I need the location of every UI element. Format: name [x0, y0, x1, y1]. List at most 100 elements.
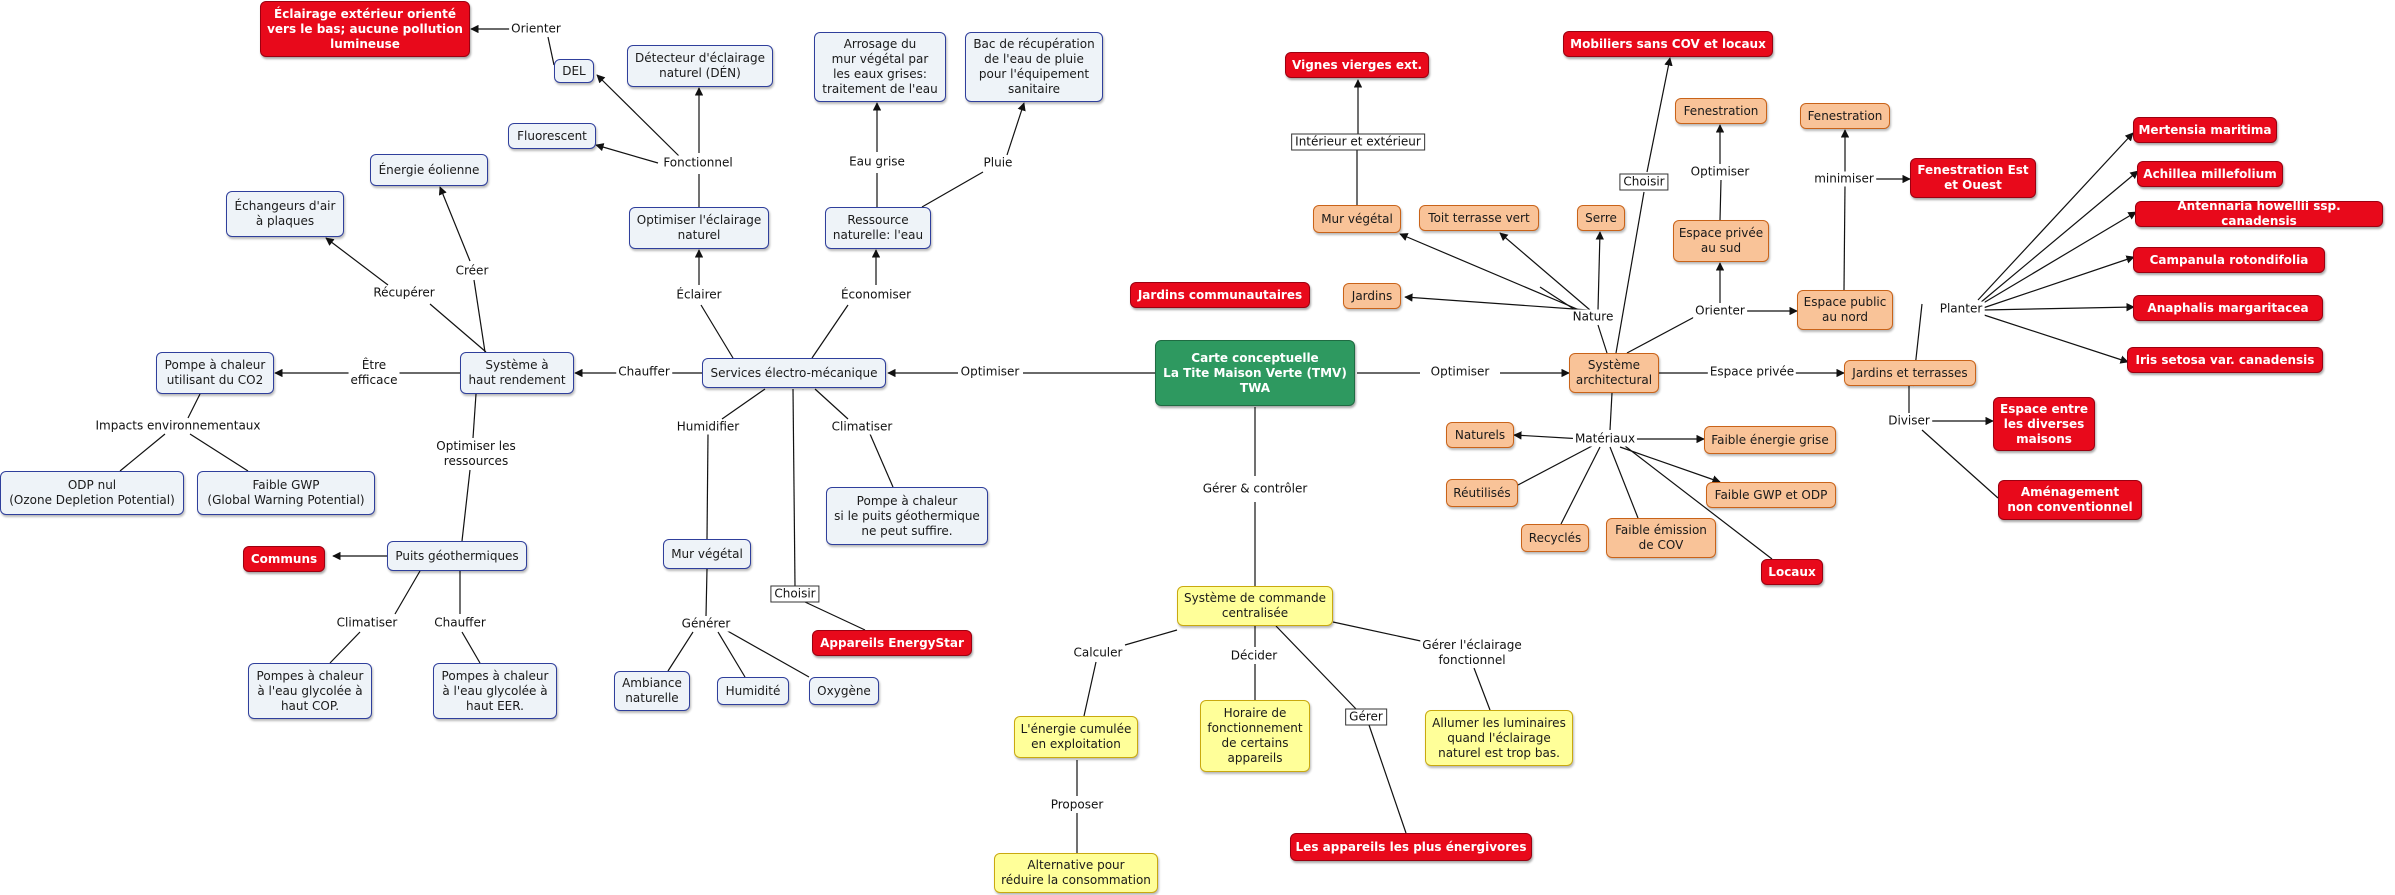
- node-pompe-puits[interactable]: Pompe à chaleur si le puits géothermique…: [826, 487, 988, 545]
- node-iris-setosa[interactable]: Iris setosa var. canadensis: [2127, 347, 2323, 373]
- connector-line: [1517, 445, 1593, 486]
- node-fluorescent[interactable]: Fluorescent: [508, 123, 596, 149]
- node-faible-gwp-odp[interactable]: Faible GWP et ODP: [1706, 482, 1836, 508]
- node-naturels[interactable]: Naturels: [1446, 422, 1514, 448]
- link-minimiser: minimiser: [1812, 171, 1876, 187]
- node-pompes-eer[interactable]: Pompes à chaleur à l'eau glycolée à haut…: [433, 663, 557, 719]
- connector-line: [1982, 255, 2135, 309]
- node-faible-emission-cov[interactable]: Faible émission de COV: [1606, 518, 1716, 558]
- node-fenestration-1[interactable]: Fenestration: [1675, 98, 1767, 124]
- node-eclairage-exterieur[interactable]: Éclairage extérieur orienté vers le bas;…: [260, 1, 470, 57]
- node-puits-geothermiques[interactable]: Puits géothermiques: [387, 541, 527, 571]
- connector-line: [1368, 724, 1407, 834]
- connector-line: [1560, 446, 1601, 525]
- node-communs[interactable]: Communs: [243, 546, 325, 572]
- node-ambiance-naturelle[interactable]: Ambiance naturelle: [614, 671, 690, 711]
- link-generer: Générer: [679, 616, 733, 632]
- node-services-electro-mecanique[interactable]: Services électro-mécanique: [702, 358, 886, 388]
- node-campanula-rotondifolia[interactable]: Campanula rotondifolia: [2133, 247, 2325, 273]
- connector-line: [1473, 667, 1491, 711]
- link-optimiser-ressources: Optimiser les ressources: [434, 439, 518, 469]
- node-faible-gwp[interactable]: Faible GWP (Global Warning Potential): [197, 471, 375, 515]
- node-vignes-vierges[interactable]: Vignes vierges ext.: [1285, 52, 1429, 78]
- link-optimiser-services: Optimiser: [958, 364, 1022, 380]
- node-energie-cumulee[interactable]: L'énergie cumulée en exploitation: [1014, 716, 1138, 758]
- node-mur-vegetal-arch[interactable]: Mur végétal: [1313, 205, 1401, 233]
- connector-line: [595, 143, 659, 164]
- node-espace-prive-sud[interactable]: Espace privée au sud: [1673, 220, 1769, 262]
- node-appareils-energystar[interactable]: Appareils EnergyStar: [812, 630, 972, 656]
- connector-line: [1332, 621, 1431, 644]
- node-echangeurs-air[interactable]: Échangeurs d'air à plaques: [226, 191, 344, 237]
- node-ressource-eau[interactable]: Ressource naturelle: l'eau: [825, 207, 931, 249]
- connector-line: [804, 601, 866, 631]
- node-jardins-communautaires[interactable]: Jardins communautaires: [1130, 282, 1310, 308]
- node-fenestration-2[interactable]: Fenestration: [1800, 103, 1890, 129]
- node-mertensia-maritima[interactable]: Mertensia maritima: [2133, 117, 2277, 143]
- node-arrosage-mur[interactable]: Arrosage du mur végétal par les eaux gri…: [814, 32, 946, 102]
- node-recycles[interactable]: Recyclés: [1521, 524, 1589, 552]
- node-reutilises[interactable]: Réutilisés: [1446, 479, 1518, 507]
- root-node[interactable]: Carte conceptuelle La Tite Maison Verte …: [1155, 340, 1355, 406]
- node-oxygene[interactable]: Oxygène: [809, 677, 879, 705]
- link-diviser: Diviser: [1886, 413, 1932, 429]
- node-faible-energie-grise[interactable]: Faible énergie grise: [1704, 426, 1836, 454]
- node-amenagement-non-conventionnel[interactable]: Aménagement non conventionnel: [1998, 480, 2142, 520]
- node-allumer-luminaires[interactable]: Allumer les luminaires quand l'éclairage…: [1425, 710, 1573, 766]
- node-mur-vegetal-services[interactable]: Mur végétal: [663, 539, 751, 569]
- node-del[interactable]: DEL: [554, 59, 594, 83]
- link-planter: Planter: [1937, 301, 1985, 317]
- link-materiaux: Matériaux: [1572, 431, 1638, 447]
- node-jardins-terrasses[interactable]: Jardins et terrasses: [1844, 360, 1976, 386]
- connector-line: [1513, 431, 1584, 440]
- link-orienter-arch: Orienter: [1693, 303, 1747, 319]
- link-climatiser-puits: Climatiser: [334, 615, 400, 631]
- connector-line: [1982, 302, 2135, 312]
- node-humidite[interactable]: Humidité: [717, 677, 789, 705]
- node-systeme-commande[interactable]: Système de commande centralisée: [1177, 586, 1333, 626]
- node-systeme-architectural[interactable]: Système architectural: [1569, 353, 1659, 393]
- link-climatiser-services: Climatiser: [829, 419, 895, 435]
- connector-line: [1977, 132, 2134, 301]
- node-jardins[interactable]: Jardins: [1343, 283, 1401, 309]
- node-bac-recuperation[interactable]: Bac de récupération de l'eau de pluie po…: [965, 32, 1103, 102]
- node-alternative[interactable]: Alternative pour réduire la consommation: [994, 853, 1158, 893]
- node-detecteur-eclairage[interactable]: Détecteur d'éclairage naturel (DÉN): [627, 45, 773, 87]
- link-economiser: Économiser: [838, 287, 914, 303]
- node-systeme-haut-rendement[interactable]: Système à haut rendement: [460, 352, 574, 394]
- connector-line: [721, 388, 766, 420]
- node-pompe-co2[interactable]: Pompe à chaleur utilisant du CO2: [156, 352, 274, 394]
- node-optimiser-eclairage[interactable]: Optimiser l'éclairage naturel: [629, 207, 769, 249]
- connector-line: [429, 303, 487, 353]
- connector-line: [717, 631, 746, 678]
- connector-line: [1979, 170, 2139, 304]
- node-pompes-cop[interactable]: Pompes à chaleur à l'eau glycolée à haut…: [248, 663, 372, 719]
- node-antennaria-howellii[interactable]: Antennaria howellii ssp. canadensis: [2135, 199, 2383, 228]
- node-appareils-energivores[interactable]: Les appareils les plus énergivores: [1290, 833, 1532, 861]
- node-locaux[interactable]: Locaux: [1761, 559, 1823, 585]
- node-espace-public-nord[interactable]: Espace public au nord: [1797, 290, 1893, 330]
- connector-line: [1980, 313, 2129, 364]
- node-serre[interactable]: Serre: [1577, 205, 1625, 231]
- connector-line: [667, 631, 694, 672]
- connector-line: [461, 631, 481, 664]
- node-toit-terrasse[interactable]: Toit terrasse vert: [1419, 205, 1539, 231]
- node-achillea-millefolium[interactable]: Achillea millefolium: [2137, 161, 2283, 187]
- node-energie-eolienne[interactable]: Énergie éolienne: [370, 154, 488, 186]
- node-mobiliers-cov[interactable]: Mobiliers sans COV et locaux: [1563, 31, 1773, 57]
- connector-line: [119, 433, 166, 472]
- connector-line: [1275, 625, 1358, 711]
- connector-line: [1399, 233, 1585, 313]
- link-decider: Décider: [1228, 648, 1280, 664]
- connector-line: [547, 36, 555, 66]
- link-interieur-exterieur: Intérieur et extérieur: [1291, 133, 1425, 151]
- node-odp-nul[interactable]: ODP nul (Ozone Depletion Potential): [0, 471, 184, 515]
- node-anaphalis-margaritacea[interactable]: Anaphalis margaritacea: [2133, 295, 2323, 321]
- connector-line: [1499, 232, 1591, 311]
- connector-line: [1646, 57, 1673, 173]
- node-fenestration-est-ouest[interactable]: Fenestration Est et Ouest: [1910, 158, 2036, 198]
- node-espace-diverses-maisons[interactable]: Espace entre les diverses maisons: [1993, 397, 2095, 451]
- node-horaire-fonctionnement[interactable]: Horaire de fonctionnement de certains ap…: [1200, 700, 1310, 772]
- connector-line: [1595, 231, 1605, 311]
